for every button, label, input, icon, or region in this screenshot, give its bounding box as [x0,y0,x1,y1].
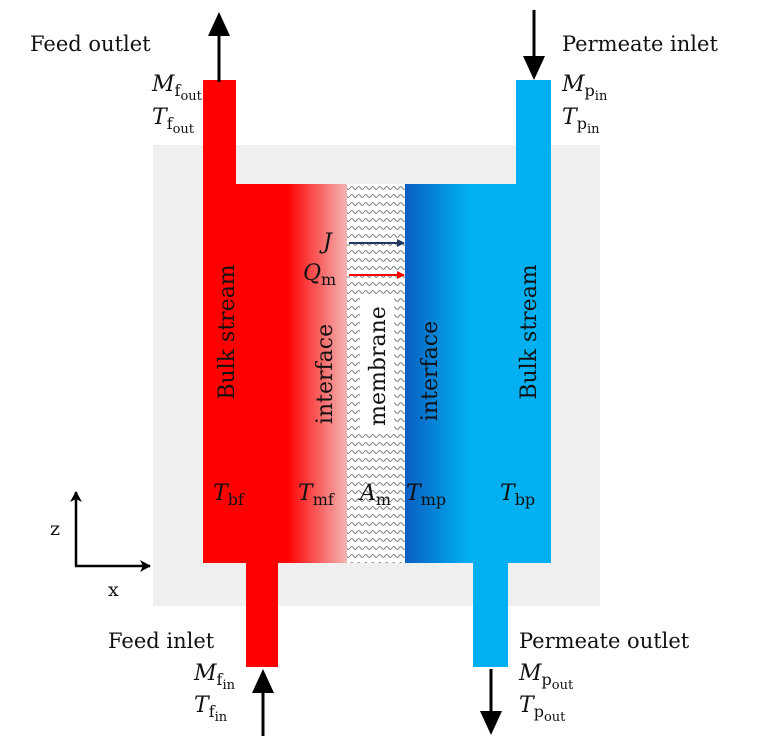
permeate-outlet-mass-flow-symbol: Mpout [518,661,574,693]
feed-outlet-pipe [203,80,236,186]
permeate-interface-temperature-symbol: Tmp [406,481,446,509]
heat-flux-symbol: Qm [303,261,336,289]
z-axis-label: z [50,518,60,540]
feed-bulk-stream-label: Bulk stream [215,264,240,399]
feed-interface-label: interface [313,324,338,424]
permeate-inlet-temperature-symbol: Tpin [562,105,600,137]
membrane-label-backdrop [360,298,394,434]
feed-inlet-pipe [246,560,278,667]
x-axis-label: x [108,579,119,601]
feed-outlet-temperature-symbol: Tfout [152,105,195,137]
permeate-bulk-channel [468,184,551,563]
feed-outlet-label: Feed outlet [30,32,151,56]
permeate-interface-layer [405,184,469,563]
feed-inlet-mass-flow-symbol: Mfin [193,661,236,693]
feed-interface-temperature-symbol: Tmf [298,481,335,509]
permeate-inlet-label: Permeate inlet [562,32,718,56]
permeate-outlet-arrow [480,669,502,735]
permeate-flux-symbol: J [319,230,333,255]
feed-outlet-arrow [208,12,230,82]
feed-interface-layer [287,184,347,563]
feed-bulk-temperature-symbol: Tbf [213,481,245,509]
permeate-bulk-temperature-symbol: Tbp [500,481,535,509]
feed-bulk-channel [203,184,288,563]
feed-outlet-mass-flow-symbol: Mfout [151,72,203,104]
permeate-inlet-arrow [523,10,545,80]
permeate-inlet-mass-flow-symbol: Mpin [561,72,608,104]
coordinate-axes [70,491,151,572]
feed-inlet-label: Feed inlet [108,629,215,653]
permeate-outlet-temperature-symbol: Tpout [519,693,566,725]
permeate-outlet-label: Permeate outlet [519,629,690,653]
feed-inlet-temperature-symbol: Tfin [194,693,228,725]
membrane-area-symbol: Am [358,481,391,509]
permeate-interface-label: interface [418,321,443,421]
permeate-outlet-pipe [473,560,508,667]
membrane-label: membrane [366,306,391,426]
feed-inlet-arrow [252,669,274,736]
permeate-bulk-stream-label: Bulk stream [517,264,542,399]
permeate-inlet-pipe [516,80,551,186]
